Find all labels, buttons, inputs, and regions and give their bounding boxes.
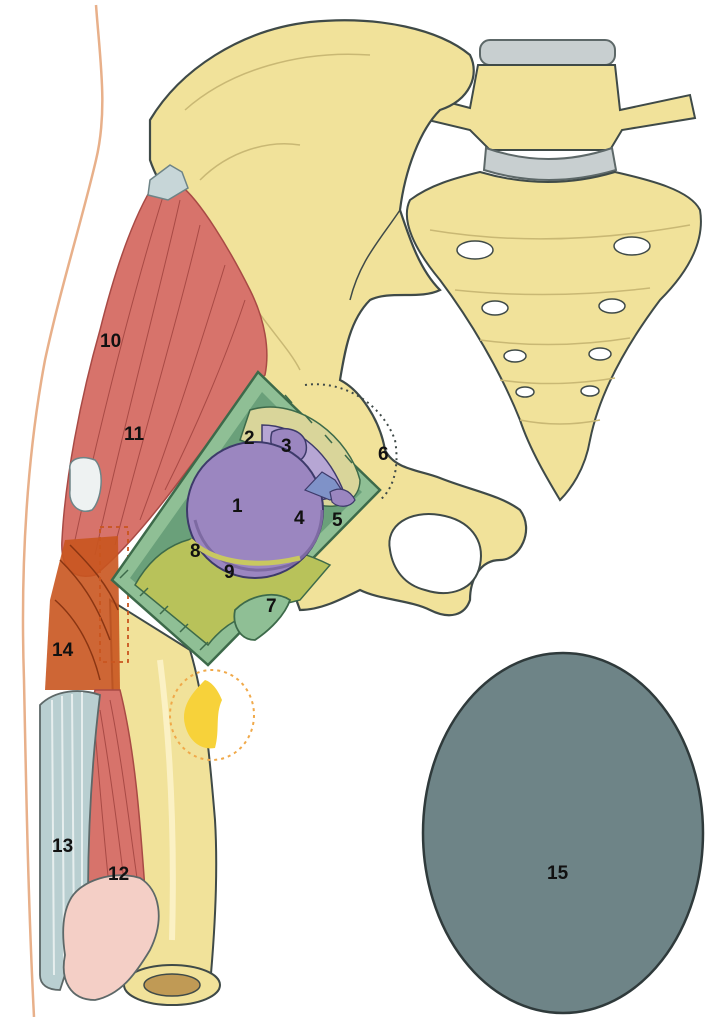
label-3: 3 xyxy=(281,436,292,457)
label-7: 7 xyxy=(266,596,277,617)
nodule xyxy=(70,458,101,512)
label-11: 11 xyxy=(124,424,145,445)
label-1: 1 xyxy=(232,496,243,517)
sacral-foramen xyxy=(457,241,493,259)
sacral-foramen xyxy=(504,350,526,362)
sacral-foramen xyxy=(482,301,508,315)
sacral-foramen xyxy=(516,387,534,397)
label-4: 4 xyxy=(294,508,305,529)
femur-marrow xyxy=(144,974,200,996)
label-15: 15 xyxy=(547,863,569,884)
label-2: 2 xyxy=(244,428,255,449)
label-8: 8 xyxy=(190,541,201,562)
label-14: 14 xyxy=(52,640,74,661)
vertebral-disc-bottom xyxy=(484,148,616,180)
sacral-foramen xyxy=(589,348,611,360)
sacral-foramen xyxy=(614,237,650,255)
sacral-foramen xyxy=(581,386,599,396)
label-10: 10 xyxy=(100,331,121,352)
sacrum xyxy=(407,40,701,500)
label-9: 9 xyxy=(224,562,235,583)
orange-band xyxy=(45,536,120,690)
grey-oval xyxy=(423,653,703,1013)
label-13: 13 xyxy=(52,836,73,857)
label-5: 5 xyxy=(332,510,343,531)
sacral-foramen xyxy=(599,299,625,313)
label-6: 6 xyxy=(378,444,389,465)
vertebral-disc-top xyxy=(480,40,615,65)
label-12: 12 xyxy=(108,864,129,885)
sacrum-body xyxy=(407,172,701,500)
